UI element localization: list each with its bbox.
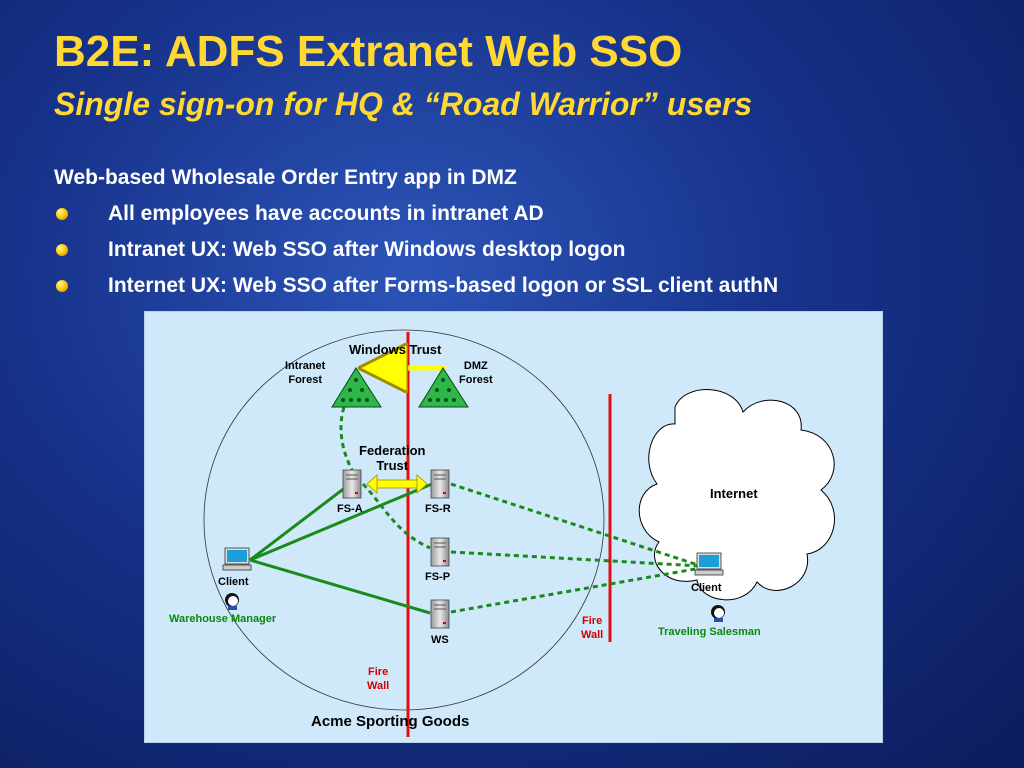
bullet-dot xyxy=(56,280,68,292)
server-icon xyxy=(430,599,450,629)
diagram-canvas xyxy=(203,329,835,737)
server-icon xyxy=(430,537,450,567)
link-client-fsr xyxy=(249,482,433,562)
fs-p-label: FS-P xyxy=(425,571,451,583)
computer-icon xyxy=(222,547,252,571)
client-right-label: Client xyxy=(691,582,722,594)
bullet-dot xyxy=(56,208,68,220)
slide-subtitle: Single sign-on for HQ & “Road Warrior” u… xyxy=(54,86,753,122)
bullet-item: All employees have accounts in intranet … xyxy=(54,202,778,238)
traveling-salesman-label: Traveling Salesman xyxy=(658,626,761,638)
link-fsr-client xyxy=(450,482,702,568)
client-left-label: Client xyxy=(218,576,249,588)
bullet-dot xyxy=(56,244,68,256)
bullet-item: Internet UX: Web SSO after Forms-based l… xyxy=(54,274,778,310)
link-fsa-fsp xyxy=(361,482,431,550)
link-client-ws xyxy=(249,558,431,615)
internet-label: Internet xyxy=(710,486,758,501)
fs-r-label: FS-R xyxy=(425,503,451,515)
bullet-item: Intranet UX: Web SSO after Windows deskt… xyxy=(54,238,778,274)
link-ws-client xyxy=(450,566,702,614)
intro-text: Web-based Wholesale Order Entry app in D… xyxy=(54,166,517,189)
company-label: Acme Sporting Goods xyxy=(311,713,470,730)
ws-label: WS xyxy=(431,634,449,646)
computer-icon xyxy=(694,552,724,576)
fs-a-label: FS-A xyxy=(337,503,363,515)
bullet-list: All employees have accounts in intranet … xyxy=(54,202,778,310)
windows-trust-label: Windows Trust xyxy=(349,342,442,357)
link-client-fsa xyxy=(249,482,351,562)
internet-cloud xyxy=(638,389,835,601)
user-icon xyxy=(225,593,239,610)
forest-triangle-icon xyxy=(418,367,469,408)
server-icon xyxy=(430,469,450,499)
slide-title: B2E: ADFS Extranet Web SSO xyxy=(54,27,683,76)
link-fsp-client xyxy=(450,550,702,568)
server-icon xyxy=(342,469,362,499)
acme-boundary xyxy=(203,329,605,711)
federation-trust-arrow xyxy=(366,474,428,494)
warehouse-manager-label: Warehouse Manager xyxy=(169,613,277,625)
user-icon xyxy=(711,605,725,622)
forest-triangle-icon xyxy=(331,367,382,408)
